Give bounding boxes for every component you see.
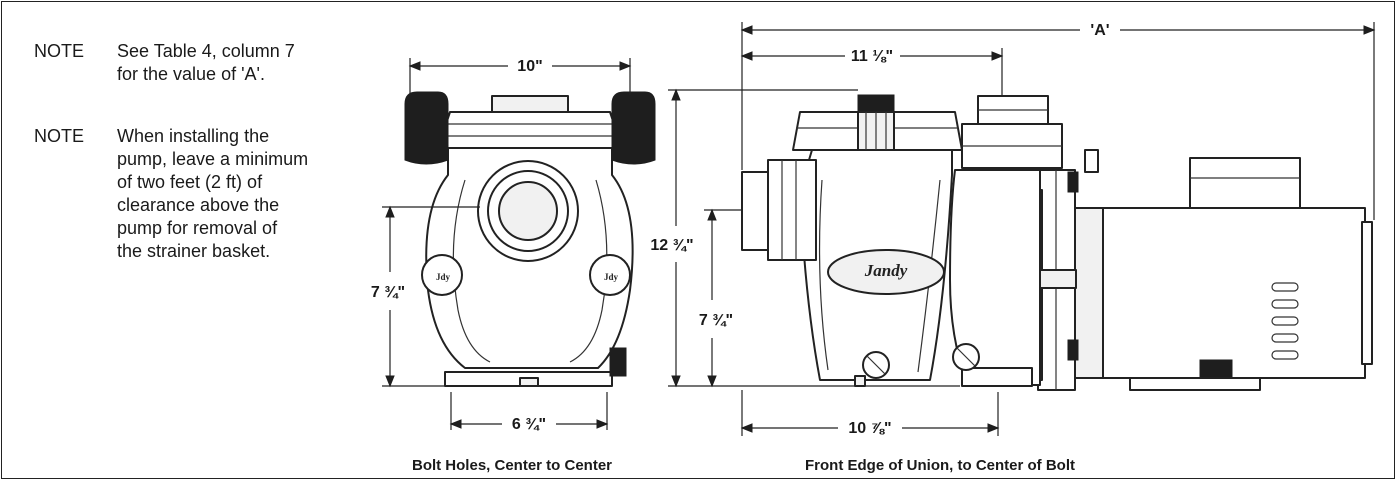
- side-bolt-dim: 10 ⅞": [848, 420, 891, 437]
- jandy-logo: Jandy: [864, 261, 908, 280]
- front-height-dim: 7 ¾": [371, 284, 405, 301]
- svg-text:Jdy: Jdy: [604, 272, 619, 282]
- side-caption: Front Edge of Union, to Center of Bolt: [805, 457, 1075, 474]
- note-label: NOTE: [34, 41, 85, 61]
- side-view-dimensions: [668, 22, 1376, 436]
- front-width-dim: 10": [517, 58, 542, 75]
- union-offset-dim: 11 ⅛": [851, 48, 893, 65]
- overall-a-dim: 'A': [1090, 22, 1109, 39]
- front-bolt-dim: 6 ¾": [512, 416, 546, 433]
- svg-text:Jdy: Jdy: [436, 272, 451, 282]
- union-height-dim: 7 ¾": [699, 312, 733, 329]
- front-view-dimensions: [382, 58, 632, 430]
- note-text: See Table 4, column 7 for the value of '…: [117, 41, 295, 84]
- side-view-pump: Jandy: [741, 94, 1373, 391]
- total-height-dim: 12 ¾": [650, 237, 693, 254]
- note-text: When installing the pump, leave a minimu…: [117, 126, 309, 261]
- front-view-pump: Jdy Jdy: [404, 91, 656, 387]
- front-caption: Bolt Holes, Center to Center: [412, 457, 612, 474]
- note-label: NOTE: [34, 126, 85, 146]
